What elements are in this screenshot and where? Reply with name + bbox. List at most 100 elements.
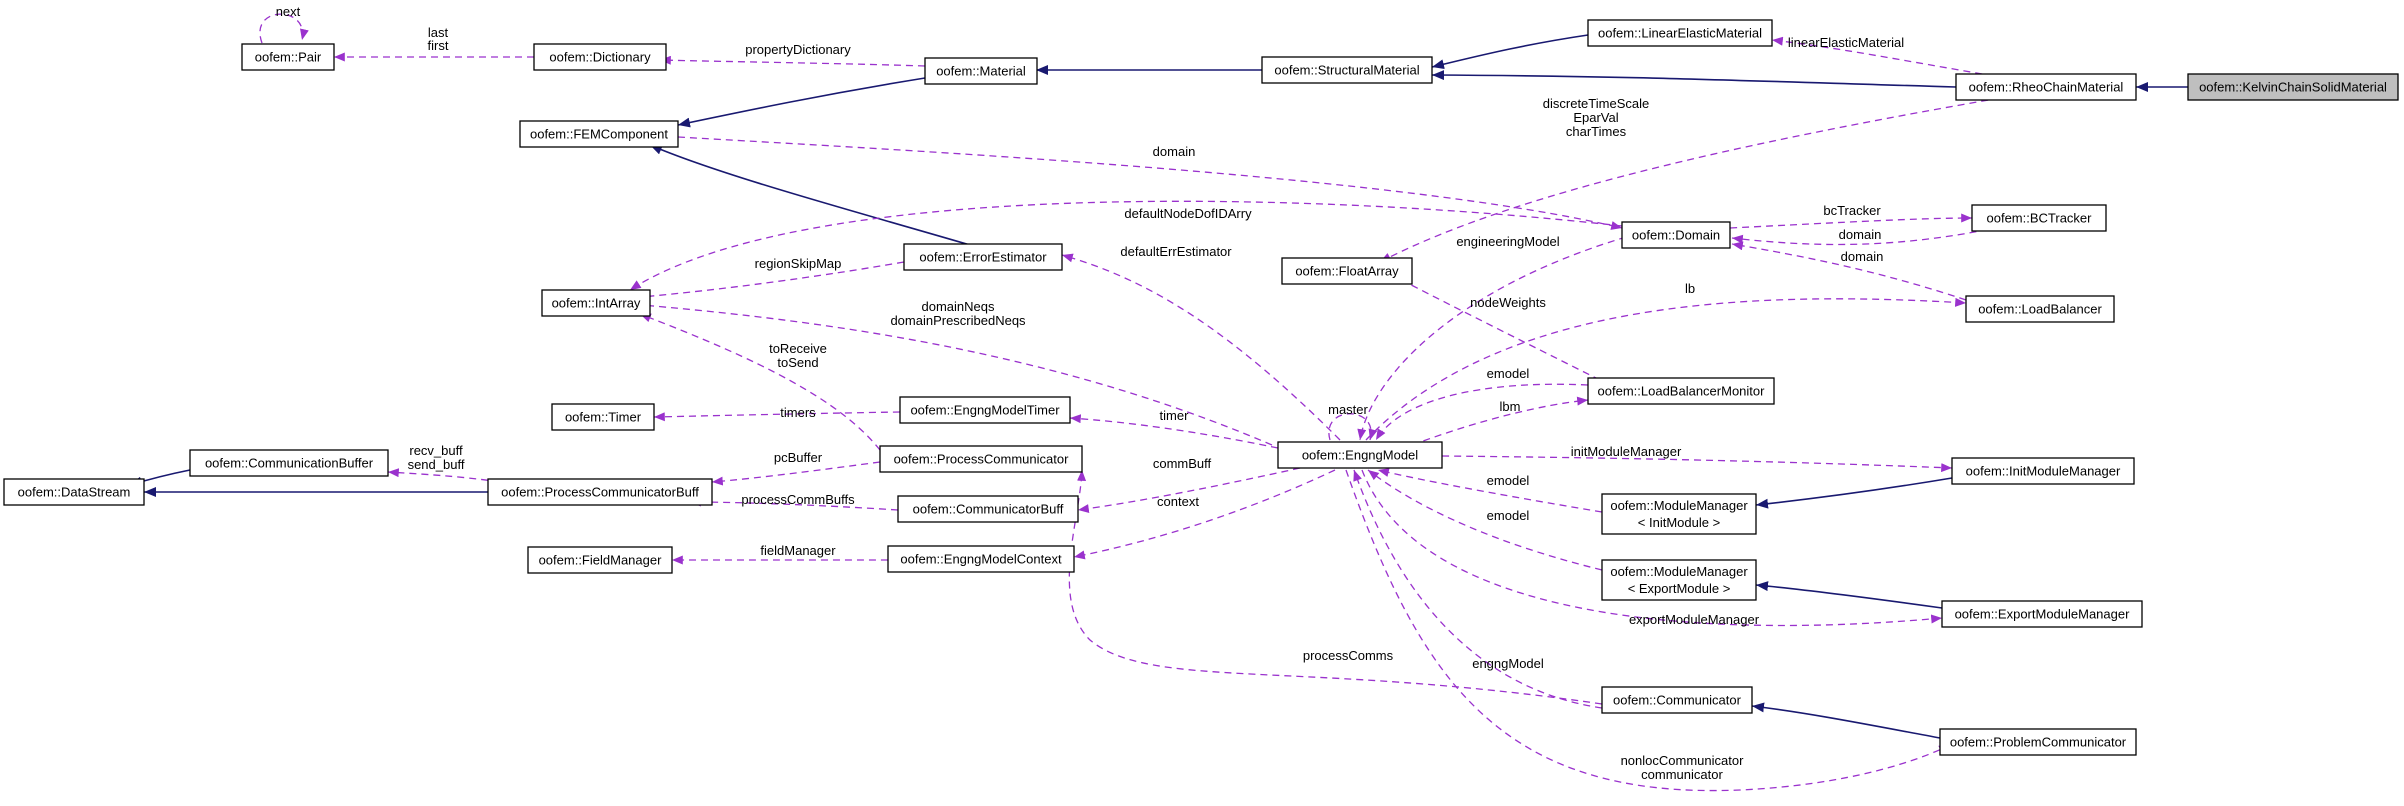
- edge-label-property-dictionary: propertyDictionary: [745, 42, 851, 57]
- node-fem-component[interactable]: oofem::FEMComponent: [519, 120, 679, 148]
- edge-label-export-module-manager: exportModuleManager: [1629, 612, 1760, 627]
- edge-label-send-buff: send_buff: [408, 457, 465, 472]
- edge-engngmodel-lb: [1365, 297, 1967, 441]
- edge-domain-to-intarray: [629, 200, 1623, 291]
- node-error-estimator[interactable]: oofem::ErrorEstimator: [903, 243, 1063, 271]
- node-engng-model-context-label: oofem::EngngModelContext: [900, 552, 1062, 567]
- node-engng-model-context[interactable]: oofem::EngngModelContext: [887, 545, 1075, 573]
- edge-label-engng-model: engngModel: [1472, 656, 1544, 671]
- edge-errorestimator-to-intarray: [629, 261, 905, 302]
- node-communicator[interactable]: oofem::Communicator: [1601, 686, 1753, 714]
- edge-problemcomm-to-comm: [1751, 702, 1941, 739]
- node-process-communicator-buff[interactable]: oofem::ProcessCommunicatorBuff: [487, 478, 713, 506]
- node-data-stream[interactable]: oofem::DataStream: [3, 478, 145, 506]
- edge-femcomponent-to-domain: [677, 136, 1623, 230]
- node-engng-model[interactable]: oofem::EngngModel: [1277, 441, 1443, 469]
- edge-label-timers: timers: [780, 405, 816, 420]
- node-communication-buffer[interactable]: oofem::CommunicationBuffer: [189, 449, 389, 477]
- edge-label-domain-lb: domain: [1841, 249, 1884, 264]
- node-load-balancer-monitor-label: oofem::LoadBalancerMonitor: [1598, 384, 1766, 399]
- node-fem-component-label: oofem::FEMComponent: [530, 127, 668, 142]
- edge-label-nonloc-communicator: nonlocCommunicator: [1621, 753, 1745, 768]
- node-float-array[interactable]: oofem::FloatArray: [1281, 257, 1413, 285]
- edge-errorestimator-to-femcomponent: [649, 144, 971, 246]
- edge-label-process-comms: processComms: [1303, 648, 1394, 663]
- node-module-manager-init[interactable]: oofem::ModuleManager < InitModule >: [1601, 493, 1757, 535]
- node-init-module-manager-label: oofem::InitModuleManager: [1966, 464, 2121, 479]
- edge-engngmodel-to-errorestimator: [1061, 253, 1341, 441]
- edge-lbm-to-engngmodel: [1375, 383, 1589, 441]
- node-process-communicator[interactable]: oofem::ProcessCommunicator: [879, 445, 1083, 473]
- node-structural-material[interactable]: oofem::StructuralMaterial: [1261, 56, 1433, 84]
- edge-label-to-send: toSend: [777, 355, 818, 370]
- node-export-module-manager[interactable]: oofem::ExportModuleManager: [1941, 600, 2143, 628]
- node-domain[interactable]: oofem::Domain: [1621, 221, 1731, 249]
- node-linear-elastic-material[interactable]: oofem::LinearElasticMaterial: [1587, 19, 1773, 47]
- node-load-balancer-monitor[interactable]: oofem::LoadBalancerMonitor: [1587, 377, 1775, 405]
- edge-engngmodel-to-initmm: [1441, 455, 1953, 473]
- usage-edges: [259, 13, 2001, 792]
- edge-pc-to-intarray: [639, 313, 881, 451]
- node-load-balancer[interactable]: oofem::LoadBalancer: [1965, 295, 2115, 323]
- edge-commbuff-to-pcbuff: [689, 497, 899, 511]
- node-timer[interactable]: oofem::Timer: [551, 403, 655, 431]
- node-engng-model-label: oofem::EngngModel: [1302, 448, 1418, 463]
- edge-label-engineering-model: engineeringModel: [1456, 234, 1559, 249]
- edge-label-recv-buff: recv_buff: [409, 443, 463, 458]
- edge-engngmodel-to-intarray: [629, 300, 1273, 446]
- edge-label-region-skip-map: regionSkipMap: [755, 256, 842, 271]
- node-linear-elastic-material-label: oofem::LinearElasticMaterial: [1598, 26, 1762, 41]
- node-bc-tracker[interactable]: oofem::BCTracker: [1971, 204, 2107, 232]
- edge-material-to-dictionary: [659, 55, 926, 67]
- node-engng-model-timer[interactable]: oofem::EngngModelTimer: [899, 396, 1071, 424]
- edge-label-domain-fem: domain: [1153, 144, 1196, 159]
- edge-label-master: master: [1328, 402, 1368, 417]
- node-communication-buffer-label: oofem::CommunicationBuffer: [205, 456, 374, 471]
- edge-engngmodel-to-enmtimer: [1069, 414, 1279, 449]
- edge-label-bc-tracker: bcTracker: [1823, 203, 1881, 218]
- node-field-manager[interactable]: oofem::FieldManager: [527, 546, 673, 574]
- edge-label-node-weights: nodeWeights: [1470, 295, 1546, 310]
- edge-communicator-to-engngmodel: [1353, 469, 1603, 709]
- node-material-label: oofem::Material: [936, 64, 1026, 79]
- node-int-array-label: oofem::IntArray: [552, 296, 641, 311]
- edge-labels: next last first propertyDictionary linea…: [276, 4, 1905, 782]
- edge-label-comm-buff: commBuff: [1153, 456, 1212, 471]
- edge-linear-elastic-to-structural: [1431, 34, 1589, 70]
- node-rheo-chain-material[interactable]: oofem::RheoChainMaterial: [1955, 73, 2137, 101]
- edge-label-discrete-time-scale: discreteTimeScale: [1543, 96, 1649, 111]
- edge-label-emodel-export: emodel: [1487, 508, 1530, 523]
- node-problem-communicator[interactable]: oofem::ProblemCommunicator: [1939, 728, 2137, 756]
- node-init-module-manager[interactable]: oofem::InitModuleManager: [1951, 457, 2135, 485]
- node-module-manager-export-label: oofem::ModuleManager: [1610, 564, 1748, 579]
- edge-pc-to-pcbuff: [711, 461, 881, 486]
- node-data-stream-label: oofem::DataStream: [18, 485, 131, 500]
- edge-label-lbm: lbm: [1500, 399, 1521, 414]
- node-int-array[interactable]: oofem::IntArray: [541, 289, 651, 317]
- node-communicator-buff-label: oofem::CommunicatorBuff: [913, 502, 1064, 517]
- node-module-manager-export-param: < ExportModule >: [1628, 581, 1731, 596]
- edge-label-domain-bc: domain: [1839, 227, 1882, 242]
- node-communicator-buff[interactable]: oofem::CommunicatorBuff: [897, 495, 1079, 523]
- edge-lbm-to-floatarray: [1389, 273, 1601, 381]
- edge-label-next: next: [276, 4, 301, 19]
- node-float-array-label: oofem::FloatArray: [1295, 264, 1399, 279]
- node-dictionary[interactable]: oofem::Dictionary: [533, 43, 667, 71]
- node-rheo-chain-material-label: oofem::RheoChainMaterial: [1969, 80, 2124, 95]
- node-kelvin-chain-solid-material[interactable]: oofem::KelvinChainSolidMaterial: [2187, 73, 2399, 101]
- edge-rheo-to-structural: [1431, 70, 1957, 88]
- node-material[interactable]: oofem::Material: [924, 57, 1038, 85]
- edge-label-epar-val: EparVal: [1573, 110, 1618, 125]
- edge-label-lb: lb: [1685, 281, 1695, 296]
- edge-mm-export-to-engngmodel: [1367, 469, 1603, 571]
- node-module-manager-export[interactable]: oofem::ModuleManager < ExportModule >: [1601, 559, 1757, 601]
- edge-label-last: last: [428, 25, 449, 40]
- node-pair[interactable]: oofem::Pair: [241, 43, 335, 71]
- edge-rheo-to-floatarray: [1379, 97, 2001, 263]
- inheritance-edges: [129, 34, 2188, 739]
- edge-label-domain-prescribed-neqs: domainPrescribedNeqs: [890, 313, 1026, 328]
- edge-engngmodel-to-commbuff: [1077, 467, 1301, 514]
- node-process-communicator-label: oofem::ProcessCommunicator: [894, 452, 1070, 467]
- edge-label-emodel-init: emodel: [1487, 473, 1530, 488]
- edge-domain-to-bctracker: [1729, 213, 1973, 229]
